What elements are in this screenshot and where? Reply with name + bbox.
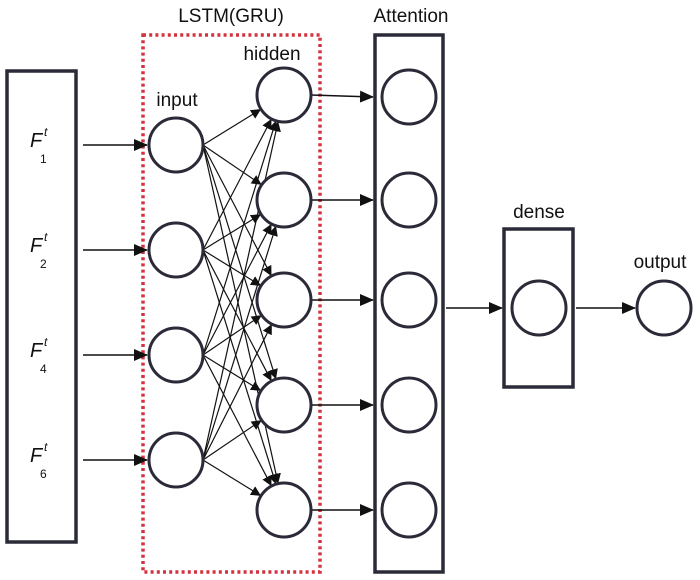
- input-hidden-connection: [202, 249, 272, 382]
- feature-base: F: [30, 235, 44, 257]
- hidden-node: [255, 271, 313, 329]
- hidden-node: [255, 376, 313, 434]
- input-hidden-connection: [202, 420, 262, 461]
- lstm-region: [141, 33, 322, 574]
- attention-box: [373, 33, 445, 574]
- feature-subscript: 1: [40, 152, 47, 166]
- feature-base: F: [30, 130, 44, 152]
- dense-box: [502, 227, 575, 389]
- input-node: [147, 116, 205, 174]
- hidden-label: hidden: [243, 44, 300, 65]
- input-hidden-connection: [202, 324, 272, 461]
- feature-subscript: 4: [40, 362, 47, 376]
- input-hidden-connection: [202, 354, 262, 391]
- input-hidden-connection: [202, 225, 278, 461]
- input-hidden-connection: [202, 214, 262, 251]
- input-hidden-connection: [202, 223, 272, 356]
- input-hidden-connection: [202, 120, 278, 356]
- attention-node: [380, 481, 438, 539]
- input-node: [147, 431, 205, 489]
- input-hidden-connection: [202, 315, 262, 356]
- dense-label: dense: [513, 202, 565, 223]
- hidden-node: [255, 171, 313, 229]
- attention-node: [380, 376, 438, 434]
- lstm-label: LSTM(GRU): [178, 6, 284, 27]
- feature-superscript: t: [44, 230, 48, 244]
- hidden-attention-arrow: [310, 90, 374, 103]
- dense-node: [510, 279, 568, 337]
- attention-label: Attention: [374, 6, 449, 27]
- input-hidden-connection: [202, 459, 262, 496]
- attention-node: [380, 68, 438, 126]
- input-node: [147, 221, 205, 279]
- attention-node: [380, 171, 438, 229]
- input-hidden-connection: [202, 118, 272, 251]
- feature-subscript: 6: [40, 467, 47, 481]
- hidden-node: [255, 66, 313, 124]
- input-hidden-connection: [202, 249, 262, 286]
- input-hidden-connection: [202, 144, 272, 277]
- input-hidden-connection: [202, 249, 278, 485]
- output-node: [635, 279, 693, 337]
- feature-base: F: [30, 340, 44, 362]
- input-hidden-connection: [202, 144, 262, 185]
- input-hidden-connection: [202, 109, 262, 146]
- input-node: [147, 326, 205, 384]
- hidden-node: [255, 481, 313, 539]
- feature-box: [5, 69, 78, 544]
- input-hidden-connection: [202, 354, 272, 487]
- input-label: input: [156, 90, 198, 111]
- feature-subscript: 2: [40, 257, 47, 271]
- feature-base: F: [30, 445, 44, 467]
- feature-superscript: t: [44, 125, 48, 139]
- feature-superscript: t: [44, 335, 48, 349]
- attention-node: [380, 271, 438, 329]
- output-label: output: [634, 252, 688, 273]
- feature-superscript: t: [44, 440, 48, 454]
